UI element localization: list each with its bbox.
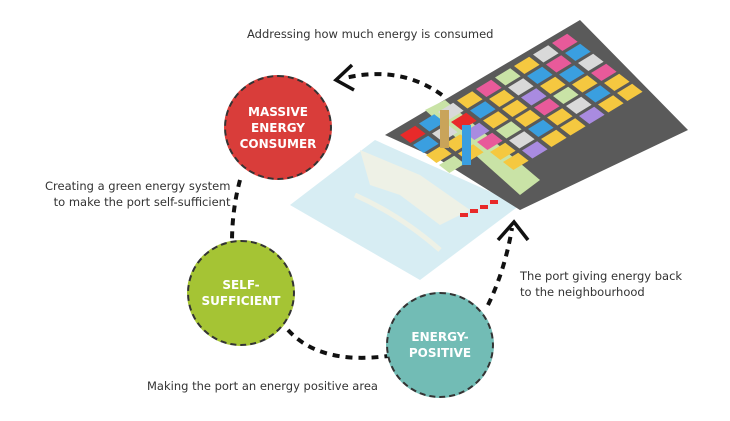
port-map — [290, 20, 688, 280]
city-block — [515, 109, 541, 127]
stage-label: SELF-SUFFICIENT — [201, 278, 281, 308]
city-block — [503, 152, 529, 170]
city-block — [533, 45, 559, 63]
city-block — [540, 76, 566, 94]
city-block — [565, 43, 591, 61]
caption-top: Addressing how much energy is consumed — [247, 27, 494, 41]
stage-self-sufficient: SELF-SUFFICIENT — [187, 240, 295, 346]
caption-bottom: Making the port an energy positive area — [147, 379, 378, 393]
city-block — [547, 108, 573, 126]
quay — [360, 150, 470, 225]
city-block — [457, 91, 483, 109]
city-block — [534, 98, 560, 116]
city-block — [490, 142, 516, 160]
city-block — [489, 89, 515, 107]
city-block — [400, 125, 426, 143]
city-block — [527, 66, 553, 84]
arrow-self-sufficient-to-positive — [286, 328, 389, 360]
city-block — [579, 106, 605, 124]
arrowhead-right-icon — [496, 219, 530, 242]
stage-label: ENERGY-POSITIVE — [408, 330, 472, 360]
city-block — [451, 112, 477, 130]
city-block — [604, 73, 630, 91]
city-block — [552, 33, 578, 51]
city-block — [559, 65, 585, 83]
stage-label: MASSIVE ENERGY CONSUMER — [239, 104, 317, 151]
breakwater — [353, 192, 442, 252]
city-block — [541, 129, 567, 147]
cycle-arrows — [230, 72, 514, 360]
caption-left: Creating a green energy system to make t… — [45, 179, 231, 209]
tower-orange — [440, 110, 449, 148]
city-block — [591, 63, 617, 81]
red-boats — [460, 200, 498, 217]
city-block — [496, 121, 522, 139]
city-block — [426, 145, 452, 163]
city-block — [509, 131, 535, 149]
city-block — [508, 78, 534, 96]
city-block — [521, 88, 547, 106]
tower-blue — [462, 125, 471, 165]
arrow-consumer-to-self-sufficient — [230, 179, 242, 243]
city-block — [470, 101, 496, 119]
arrow-to-consumer — [344, 72, 444, 97]
city-block — [598, 95, 624, 113]
arrow-positive-to-map — [486, 227, 514, 306]
city-block — [483, 111, 509, 129]
city-block — [476, 79, 502, 97]
city-block — [439, 155, 465, 173]
city-block — [514, 56, 540, 74]
city-block — [572, 75, 598, 93]
stage-massive-energy-consumer: MASSIVE ENERGY CONSUMER — [224, 75, 332, 180]
city-block — [419, 114, 445, 132]
city-block — [413, 135, 439, 153]
water-area — [290, 140, 520, 280]
city-block — [522, 141, 548, 159]
city-block — [585, 85, 611, 103]
arrowhead-top-icon — [333, 63, 355, 92]
stage-energy-positive: ENERGY-POSITIVE — [386, 292, 494, 398]
city-block — [566, 96, 592, 114]
city-block — [553, 86, 579, 104]
city-block — [578, 53, 604, 71]
caption-right: The port giving energy back to the neigh… — [520, 269, 683, 299]
city-block — [502, 99, 528, 117]
city-block — [477, 132, 503, 150]
city-block — [495, 68, 521, 86]
city-block — [528, 119, 554, 137]
city-block — [617, 83, 643, 101]
city-block — [560, 118, 586, 136]
city-block — [546, 55, 572, 73]
